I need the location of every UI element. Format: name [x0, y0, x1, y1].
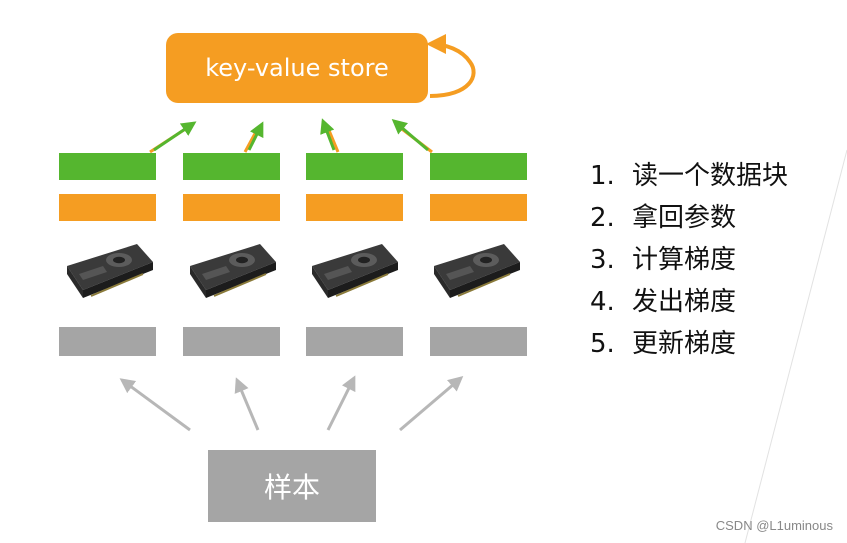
- step-item-5: 5. 更新梯度: [590, 323, 788, 365]
- data-bar-3: [306, 327, 403, 356]
- param-bar-2: [183, 194, 280, 221]
- data-bar-2: [183, 327, 280, 356]
- gpu-icon: [430, 240, 522, 304]
- steps-list: 1. 读一个数据块 2. 拿回参数 3. 计算梯度 4. 发出梯度 5. 更新梯度: [590, 155, 788, 365]
- gradient-bar-1: [59, 153, 156, 180]
- step-text: 读一个数据块: [632, 161, 789, 191]
- store-self-loop-arrow: [426, 34, 476, 98]
- step-text: 更新梯度: [632, 329, 737, 359]
- gradient-bar-4: [430, 153, 527, 180]
- data-arrow-3: [326, 375, 356, 431]
- sample-label: 样本: [263, 471, 320, 504]
- push-arrow-2: [247, 121, 264, 151]
- step-number: 1.: [590, 161, 615, 191]
- pull-arrow-2: [243, 127, 260, 153]
- gpu-icon: [186, 240, 278, 304]
- data-bar-1: [59, 327, 156, 356]
- push-arrow-1: [153, 121, 197, 152]
- gpu-icon: [308, 240, 400, 304]
- sample-box: 样本: [208, 450, 376, 522]
- param-bar-1: [59, 194, 156, 221]
- step-number: 5.: [590, 329, 615, 359]
- step-text: 拿回参数: [632, 203, 737, 233]
- step-item-2: 2. 拿回参数: [590, 197, 788, 239]
- watermark: CSDN @L1uminous: [715, 518, 833, 533]
- slide-edge-line: [744, 149, 847, 543]
- step-number: 3.: [590, 245, 615, 275]
- push-arrow-3: [320, 118, 336, 151]
- key-value-store-box: key-value store: [166, 33, 428, 103]
- step-item-4: 4. 发出梯度: [590, 281, 788, 323]
- key-value-store-label: key-value store: [205, 54, 389, 82]
- data-arrow-1: [119, 378, 191, 432]
- data-arrow-2: [234, 377, 260, 431]
- step-item-1: 1. 读一个数据块: [590, 155, 788, 197]
- data-bar-4: [430, 327, 527, 356]
- param-bar-3: [306, 194, 403, 221]
- gradient-bar-2: [183, 153, 280, 180]
- step-number: 2.: [590, 203, 615, 233]
- data-arrow-4: [399, 376, 464, 432]
- param-bar-4: [430, 194, 527, 221]
- gpu-icon: [63, 240, 155, 304]
- step-number: 4.: [590, 287, 615, 317]
- gradient-bar-3: [306, 153, 403, 180]
- push-arrow-4: [391, 119, 429, 152]
- step-item-3: 3. 计算梯度: [590, 239, 788, 281]
- step-text: 计算梯度: [632, 245, 737, 275]
- step-text: 发出梯度: [632, 287, 737, 317]
